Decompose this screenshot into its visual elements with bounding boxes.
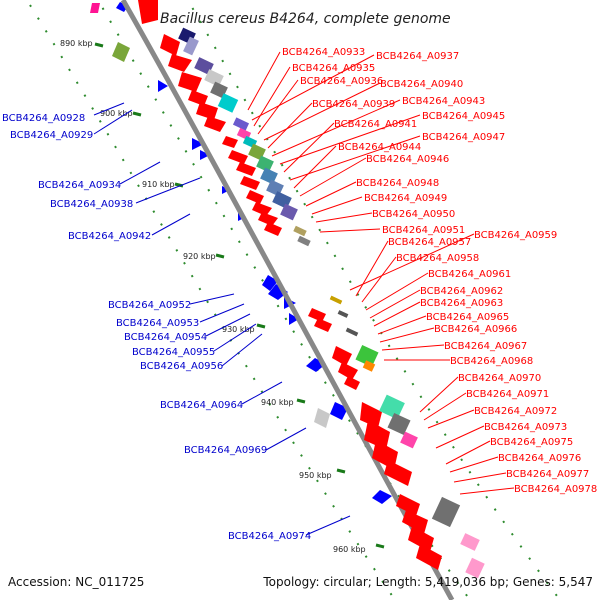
gene-label: BCB4264_A0951: [382, 225, 465, 236]
gene-label: BCB4264_A0964: [160, 400, 243, 411]
gene-label: BCB4264_A0956: [140, 361, 223, 372]
gene-label: BCB4264_A0952: [108, 300, 191, 311]
gene-label: BCB4264_A0945: [422, 111, 505, 122]
gene-label: BCB4264_A0969: [184, 445, 267, 456]
topology-text: Topology: circular; Length: 5,419,036 bp…: [263, 575, 593, 589]
gene-label: BCB4264_A0958: [396, 253, 479, 264]
reverse-misc-genes: [90, 3, 330, 428]
forward-misc-genes: [178, 27, 485, 579]
tick-label: 950 kbp: [299, 471, 332, 480]
gene-label: BCB4264_A0944: [338, 142, 421, 153]
gene-label: BCB4264_A0938: [50, 199, 133, 210]
gene-label: BCB4264_A0946: [366, 154, 449, 165]
gene-label: BCB4264_A0970: [458, 373, 541, 384]
gene-label: BCB4264_A0966: [434, 324, 517, 335]
gene-label: BCB4264_A0953: [116, 318, 199, 329]
forward-strand-genes: [138, 0, 442, 570]
gene-label: BCB4264_A0977: [506, 469, 589, 480]
gene-label: BCB4264_A0973: [484, 422, 567, 433]
gene-label: BCB4264_A0934: [38, 180, 121, 191]
gene-labels-blue: BCB4264_A0928 BCB4264_A0929 BCB4264_A093…: [2, 113, 311, 542]
leader-lines-red: [247, 51, 515, 495]
gene-label: BCB4264_A0954: [124, 332, 207, 343]
gene-label: BCB4264_A0955: [132, 347, 215, 358]
gene-label: BCB4264_A0974: [228, 531, 311, 542]
gene-label: BCB4264_A0972: [474, 406, 557, 417]
gene-label: BCB4264_A0942: [68, 231, 151, 242]
tick-label: 920 kbp: [183, 252, 216, 261]
gene-label: BCB4264_A0937: [376, 51, 459, 62]
tick-label: 900 kbp: [100, 109, 133, 118]
gene-label: BCB4264_A0967: [444, 341, 527, 352]
gene-label: BCB4264_A0928: [2, 113, 85, 124]
leader-lines-blue: [93, 102, 351, 536]
gene-label: BCB4264_A0978: [514, 484, 597, 495]
accession-text: Accession: NC_011725: [8, 575, 145, 589]
gene-label: BCB4264_A0962: [420, 286, 503, 297]
gene-label: BCB4264_A0963: [420, 298, 503, 309]
tick-label: 930 kbp: [222, 325, 255, 334]
gene-label: BCB4264_A0948: [356, 178, 439, 189]
gene-label: BCB4264_A0959: [474, 230, 557, 241]
map-title: Bacillus cereus B4264, complete genome: [160, 11, 451, 27]
gene-label: BCB4264_A0965: [426, 312, 509, 323]
gene-label: BCB4264_A0943: [402, 96, 485, 107]
tick-label: 910 kbp: [142, 180, 175, 189]
gene-label: BCB4264_A0929: [10, 130, 93, 141]
tick-label: 890 kbp: [60, 39, 93, 48]
genome-backbone: [120, 0, 455, 600]
gene-label: BCB4264_A0975: [490, 437, 573, 448]
gene-label: BCB4264_A0939: [312, 99, 395, 110]
gene-label: BCB4264_A0947: [422, 132, 505, 143]
gene-labels-red: BCB4264_A0933 BCB4264_A0937 BCB4264_A093…: [282, 47, 597, 495]
gene-label: BCB4264_A0949: [364, 193, 447, 204]
gene-label: BCB4264_A0961: [428, 269, 511, 280]
gene-label: BCB4264_A0957: [388, 237, 471, 248]
kbp-labels: 890 kbp 900 kbp 910 kbp 920 kbp 930 kbp …: [60, 39, 366, 554]
gene-label: BCB4264_A0933: [282, 47, 365, 58]
gene-label: BCB4264_A0936: [300, 76, 383, 87]
tick-label: 940 kbp: [261, 398, 294, 407]
gene-label: BCB4264_A0968: [450, 356, 533, 367]
gene-label: BCB4264_A0971: [466, 389, 549, 400]
gene-label: BCB4264_A0940: [380, 79, 463, 90]
gene-label: BCB4264_A0935: [292, 63, 375, 74]
gene-label: BCB4264_A0941: [334, 119, 417, 130]
tick-label: 960 kbp: [333, 545, 366, 554]
gene-label: BCB4264_A0976: [498, 453, 581, 464]
gene-label: BCB4264_A0950: [372, 209, 455, 220]
